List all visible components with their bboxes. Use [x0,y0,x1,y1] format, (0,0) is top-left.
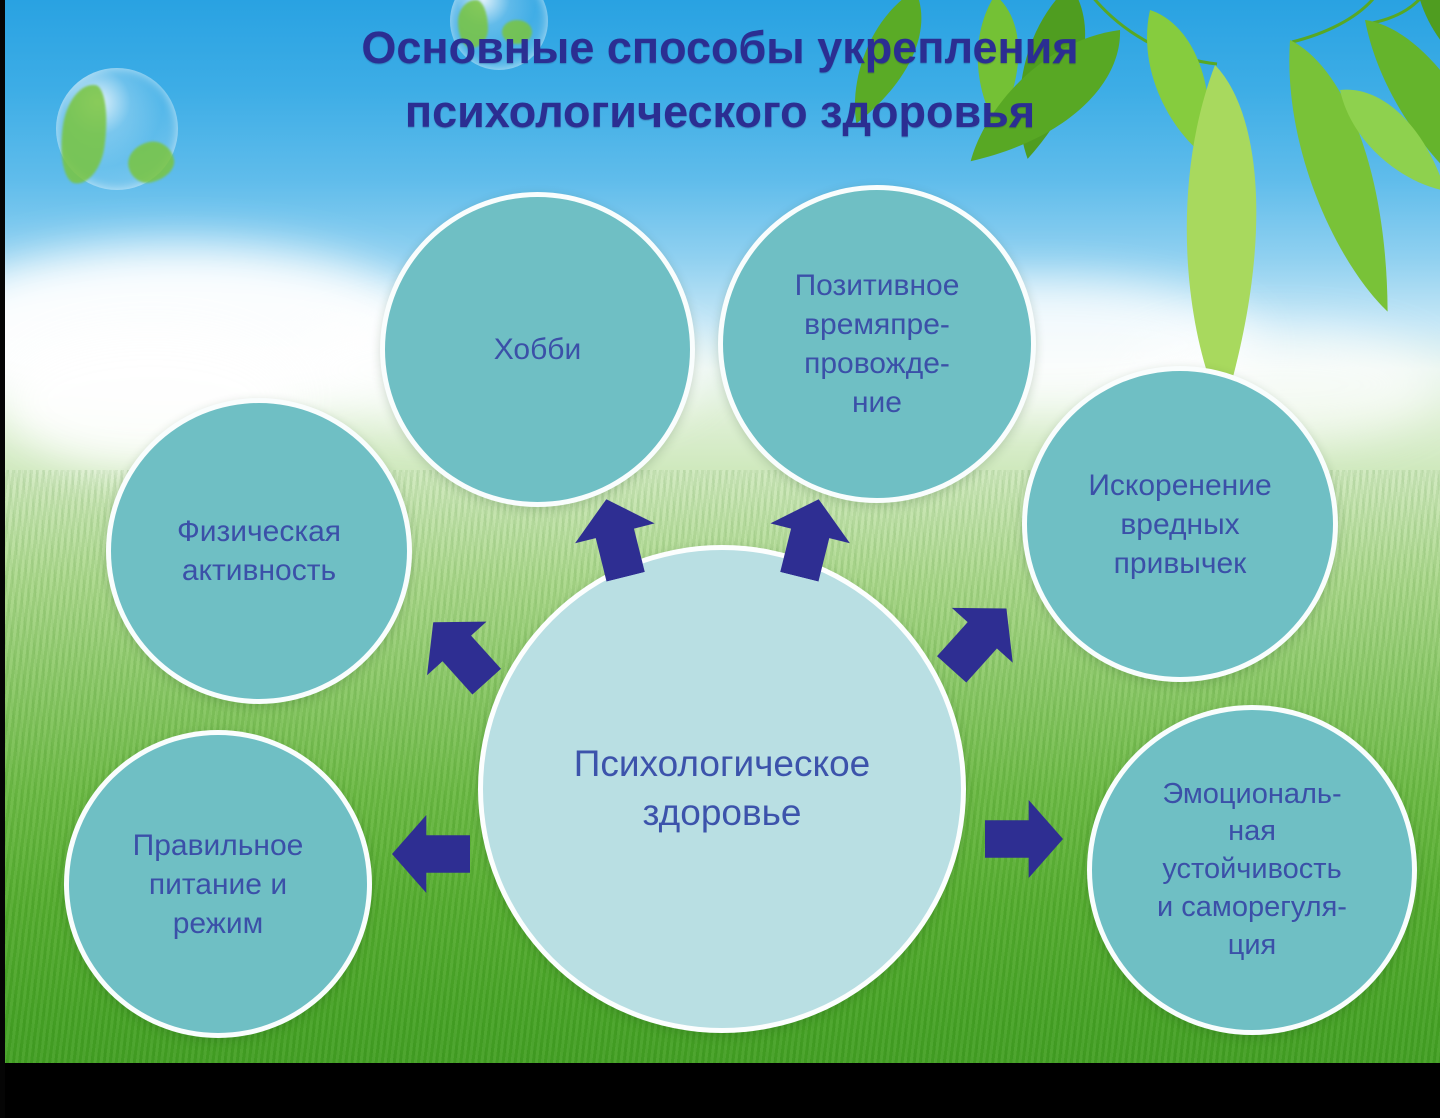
leaves-icon [854,0,1440,413]
leaf-icon [970,30,1121,162]
globe-continent [502,20,532,44]
node-label-line: провожде- [804,347,950,380]
node-label-line: Психологическое [573,743,871,785]
node-proper-nutrition: Правильное питание и режим [64,730,372,1038]
leaf-icon [1147,10,1210,159]
node-label-line: вредных [1120,507,1240,541]
node-label-line: здоровье [642,792,802,833]
leaf-icon [1340,89,1440,191]
node-label-line: Физическая [176,515,342,548]
globe-continent [124,137,178,187]
node-hobby-label: Хобби [494,330,581,369]
bubble-icon [450,0,548,70]
node-eradication-of-bad-habits-label: Искоренение вредных привычек [1088,466,1271,583]
node-label-line: ние [851,386,902,419]
node-eradication-of-bad-habits: Искоренение вредных привычек [1022,366,1338,682]
left-black-strip [0,0,5,1118]
leaf-icon [1186,65,1257,413]
node-proper-nutrition-label: Правильное питание и режим [133,826,304,943]
globe-continent [458,0,488,48]
node-label-line: Хобби [493,333,582,366]
slide-title-line-1: Основные способы укрепления [361,22,1079,73]
node-label-line: Позитивное [794,269,960,302]
node-label-line: Эмоциональ- [1162,777,1342,810]
slide-title-line-2: психологического здоровья [404,85,1036,137]
node-physical-activity: Физическая активность [106,398,412,704]
globe-bubble-icon [55,68,178,190]
node-label-line: Искоренение [1088,468,1272,502]
bottom-black-bar [0,1063,1440,1118]
node-label-line: привычек [1113,546,1247,580]
node-label-line: времяпре- [804,308,950,341]
node-positive-pastime: Позитивное времяпре- провожде- ние [718,185,1036,503]
leaf-icon [854,0,922,124]
node-psychological-health: Психологическое здоровье [478,545,966,1033]
node-psychological-health-label: Психологическое здоровье [574,740,870,838]
slide-title: Основные способы укрепления психологичес… [0,16,1440,144]
node-label-line: активность [181,554,337,587]
node-label-line: и саморегуля- [1157,890,1347,923]
node-label-line: режим [172,906,264,940]
branch-stem [1291,0,1375,44]
node-positive-pastime-label: Позитивное времяпре- провожде- ние [795,266,960,422]
node-label-line: Правильное [132,828,304,862]
branch-stem [1367,0,1421,26]
node-physical-activity-label: Физическая активность [177,512,341,590]
node-hobby: Хобби [380,192,695,507]
leaf-icon [1365,20,1440,221]
node-label-line: питание и [148,867,288,901]
node-emotional-stability-label: Эмоциональ- ная устойчивость и саморегул… [1157,776,1347,964]
node-label-line: устойчивость [1162,853,1342,886]
node-label-line: ция [1227,928,1277,961]
node-label-line: ная [1228,815,1276,848]
node-emotional-stability: Эмоциональ- ная устойчивость и саморегул… [1087,705,1417,1035]
leaf-icon [1289,40,1388,312]
